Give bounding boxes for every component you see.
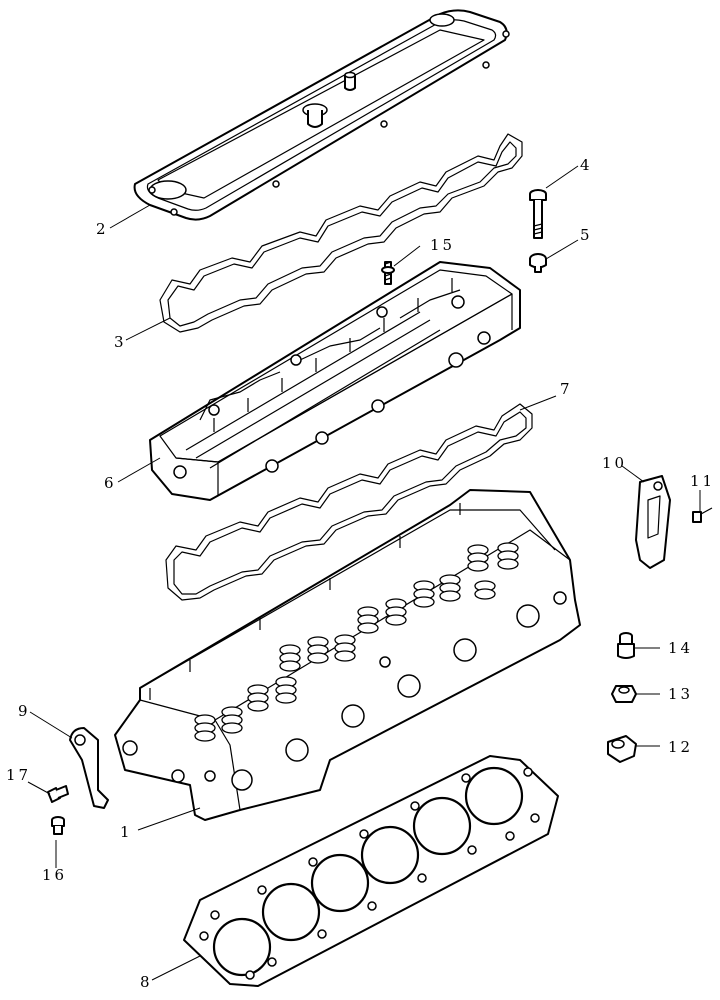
- bracket-bolt-right: [692, 507, 713, 523]
- stud-bolt: [381, 261, 395, 285]
- callout-17: 17: [6, 766, 31, 784]
- callout-11: 11: [690, 472, 715, 490]
- cover-gasket: [159, 133, 523, 333]
- callout-labels: 1 2 3 4 5 6 7 8 9 10 11 12 13 14 15 16 1…: [6, 156, 715, 991]
- callout-6: 6: [104, 474, 117, 492]
- callout-7: 7: [560, 380, 573, 398]
- right-lifting-bracket: [635, 475, 671, 569]
- callout-2: 2: [96, 220, 109, 238]
- callout-1: 1: [120, 823, 133, 841]
- plug-large: [607, 735, 637, 763]
- callout-13: 13: [668, 685, 693, 703]
- callout-4: 4: [580, 156, 593, 174]
- callout-3: 3: [114, 333, 127, 351]
- short-bolt: [529, 253, 547, 273]
- callout-15: 15: [430, 236, 455, 254]
- plug-small: [617, 632, 635, 659]
- head-gasket: [183, 755, 559, 987]
- callout-10: 10: [602, 454, 627, 472]
- leader-lines: [27, 165, 701, 981]
- bracket-bolt-left-upper: [47, 785, 69, 803]
- callout-5: 5: [580, 226, 593, 244]
- bracket-bolt-left-lower: [51, 816, 65, 835]
- callout-8: 8: [140, 973, 153, 991]
- callout-16: 16: [42, 866, 67, 884]
- callout-9: 9: [18, 702, 31, 720]
- cylinder-head: [114, 489, 581, 821]
- callout-14: 14: [668, 639, 693, 657]
- housing-gasket: [165, 403, 533, 601]
- long-bolt: [529, 189, 547, 239]
- left-lifting-bracket: [69, 727, 109, 809]
- callout-12: 12: [668, 738, 693, 756]
- valve-springs: [194, 542, 519, 742]
- valve-cover: [133, 9, 510, 221]
- rocker-housing: [149, 261, 521, 501]
- plug-medium: [611, 685, 637, 703]
